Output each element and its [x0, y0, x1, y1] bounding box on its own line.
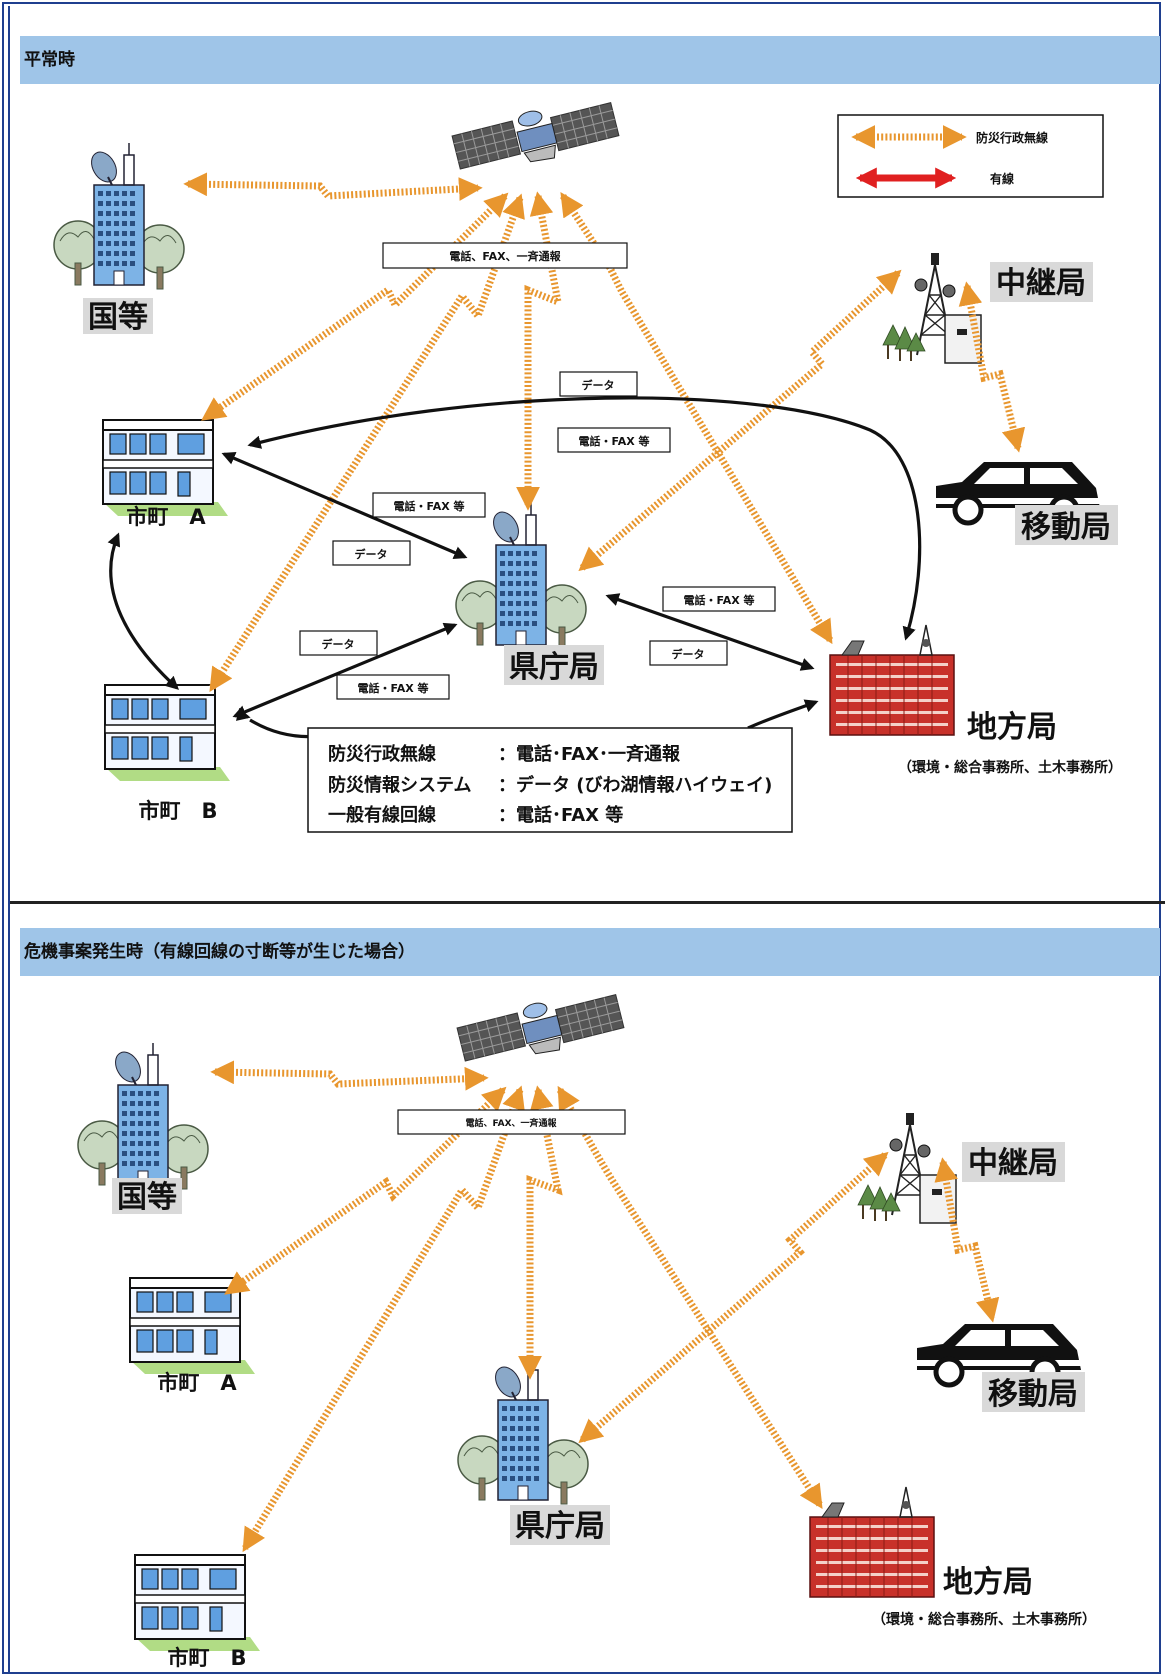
legend-wired-label: 有線 — [990, 171, 1014, 186]
edge-label-data: データ — [322, 637, 355, 651]
edge-label-phone-fax: 電話・FAX 等 — [683, 593, 754, 607]
node-label-idou: 移動局 — [1021, 510, 1111, 545]
edge-label-phone-fax: 電話・FAX 等 — [393, 499, 464, 513]
satellite-label: 電話、FAX、一斉通報 — [449, 249, 561, 263]
section-divider — [10, 901, 1165, 904]
key-content: ：電話･FAX 等 — [498, 804, 623, 826]
node-sublabel-chihou: （環境・総合事務所、土木事務所） — [898, 759, 1122, 776]
key-system: 防災情報システム — [328, 774, 471, 796]
satellite-label-box — [382, 242, 628, 269]
legend-box — [837, 114, 1104, 198]
radio-tower-icon — [882, 252, 982, 364]
tower-building-icon — [78, 1043, 208, 1189]
apartment-icon — [102, 419, 229, 517]
node-label-chihou: 地方局 — [967, 710, 1057, 745]
tower-building-icon — [458, 1358, 588, 1504]
key-content: ：データ (びわ湖情報ハイウェイ) — [498, 774, 772, 796]
node-label-kuni: 国等 — [88, 300, 148, 335]
satellite-label: 電話、FAX、一斉通報 — [465, 1117, 557, 1129]
edge-label-phone-fax: 電話・FAX 等 — [357, 681, 428, 695]
satellite-icon — [450, 91, 621, 182]
node-label-kuni: 国等 — [117, 1180, 177, 1215]
red-office-icon — [809, 1486, 935, 1598]
node-label-kenchou: 県庁局 — [515, 1509, 605, 1544]
section-header-crisis: 危機事案発生時（有線回線の寸断等が生じた場合） — [20, 928, 1160, 976]
node-label-chihou: 地方局 — [943, 1565, 1033, 1600]
key-system: 一般有線回線 — [328, 804, 436, 826]
key-content: ：電話･FAX･一斉通報 — [498, 743, 681, 765]
node-label-shicho-a: 市町 A — [157, 1371, 237, 1395]
node-label-chuukei: 中継局 — [996, 266, 1086, 301]
tower-building-icon — [456, 503, 586, 649]
apartment-icon — [104, 684, 231, 782]
node-label-kenchou: 県庁局 — [509, 650, 599, 685]
apartment-icon — [134, 1554, 261, 1652]
key-box — [307, 727, 793, 833]
key-system: 防災行政無線 — [328, 743, 436, 765]
node-label-shicho-a: 市町 A — [126, 505, 206, 529]
node-label-shicho-b: 市町 B — [167, 1646, 246, 1670]
satellite-label-box — [397, 1109, 626, 1135]
edge-label-data: データ — [582, 378, 615, 392]
legend-radio-label: 防災行政無線 — [976, 130, 1048, 145]
node-sublabel-chihou: （環境・総合事務所、土木事務所） — [872, 1611, 1096, 1628]
section-normal: 防災行政無線 有線 — [54, 91, 1122, 833]
red-office-icon — [829, 624, 955, 736]
node-label-chuukei: 中継局 — [968, 1146, 1058, 1181]
radio-links — [210, 1060, 1000, 1553]
section-header-normal: 平常時 — [20, 36, 1160, 84]
section-crisis: 電話、FAX、一斉通報 国等 市町 A 市町 B 県庁局 中継局 移動局 地方局… — [78, 983, 1096, 1670]
edge-label-data: データ — [672, 647, 705, 661]
satellite-icon — [455, 983, 626, 1074]
wired-links — [107, 396, 922, 739]
apartment-icon — [129, 1277, 256, 1375]
edge-label-data: データ — [355, 547, 388, 561]
node-label-shicho-b: 市町 B — [138, 799, 217, 823]
tower-building-icon — [54, 143, 184, 289]
inner-frame — [8, 6, 1158, 1672]
edge-label-phone-fax: 電話・FAX 等 — [578, 434, 649, 448]
node-label-idou: 移動局 — [988, 1377, 1078, 1412]
